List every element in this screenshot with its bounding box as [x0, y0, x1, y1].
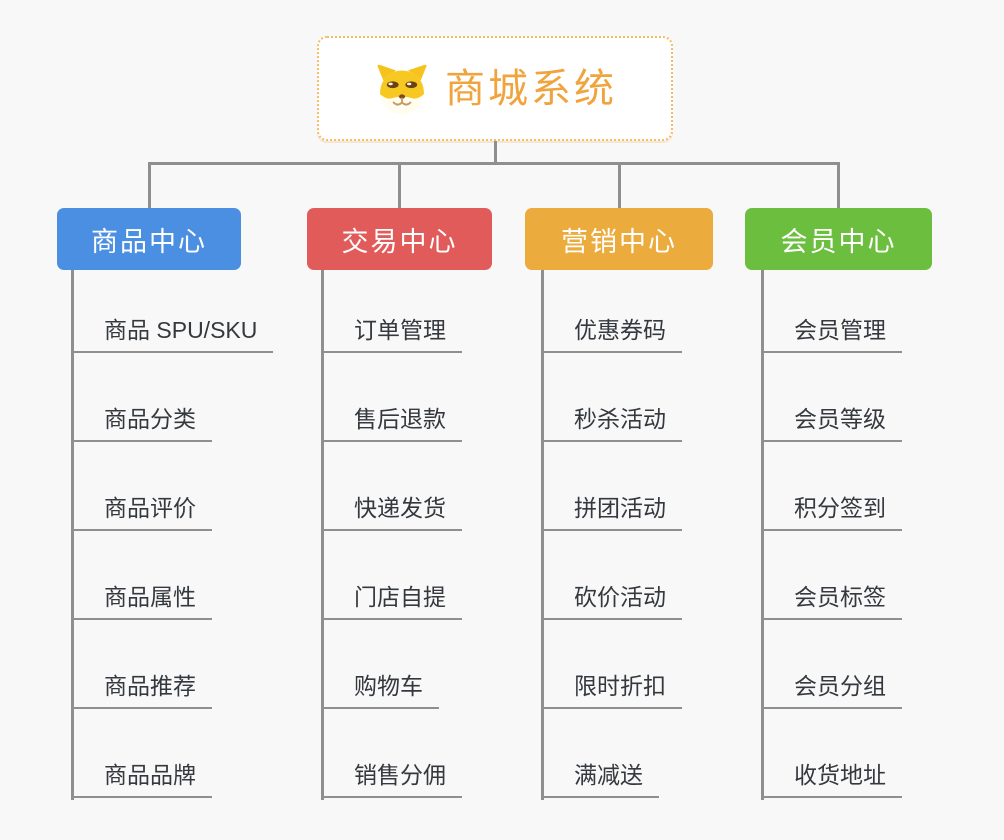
leaf-node[interactable]: 砍价活动: [541, 586, 682, 620]
leaf-node[interactable]: 商品分类: [71, 408, 212, 442]
branch-node-product-center[interactable]: 商品中心: [57, 208, 241, 270]
connector-drop-product: [148, 162, 151, 208]
leaf-node[interactable]: 会员标签: [761, 586, 902, 620]
leaf-node[interactable]: 商品属性: [71, 586, 212, 620]
leaf-node[interactable]: 收货地址: [761, 764, 902, 798]
branch-trunk-line: [541, 270, 544, 800]
leaf-node[interactable]: 商品推荐: [71, 675, 212, 709]
connector-bus: [149, 162, 840, 165]
connector-drop-member: [837, 162, 840, 208]
root-node[interactable]: 商城系统: [317, 36, 673, 141]
leaf-node[interactable]: 购物车: [321, 675, 439, 709]
leaf-node[interactable]: 商品评价: [71, 497, 212, 531]
leaf-node[interactable]: 订单管理: [321, 319, 462, 353]
leaf-node[interactable]: 销售分佣: [321, 764, 462, 798]
leaf-node[interactable]: 快递发货: [321, 497, 462, 531]
branch-node-marketing-center[interactable]: 营销中心: [525, 208, 713, 270]
branch-trunk-line: [321, 270, 324, 800]
branch-trunk-line: [761, 270, 764, 800]
connector-drop-trade: [398, 162, 401, 208]
leaf-node[interactable]: 门店自提: [321, 586, 462, 620]
leaf-node[interactable]: 积分签到: [761, 497, 902, 531]
leaf-node[interactable]: 会员等级: [761, 408, 902, 442]
branch-trunk-line: [71, 270, 74, 800]
leaf-node[interactable]: 商品 SPU/SKU: [71, 319, 274, 353]
root-title: 商城系统: [445, 66, 617, 111]
leaf-node[interactable]: 满减送: [541, 764, 659, 798]
connector-drop-marketing: [618, 162, 621, 208]
leaf-node[interactable]: 限时折扣: [541, 675, 682, 709]
branch-node-member-center[interactable]: 会员中心: [745, 208, 932, 270]
leaf-node[interactable]: 商品品牌: [71, 764, 212, 798]
dog-face-icon: [377, 64, 427, 114]
leaf-node[interactable]: 售后退款: [321, 408, 462, 442]
leaf-node[interactable]: 优惠券码: [541, 319, 682, 353]
leaf-node[interactable]: 会员分组: [761, 675, 902, 709]
connector-root-stem: [494, 141, 497, 163]
leaf-node[interactable]: 拼团活动: [541, 497, 682, 531]
leaf-node[interactable]: 会员管理: [761, 319, 902, 353]
branch-node-trade-center[interactable]: 交易中心: [307, 208, 492, 270]
leaf-node[interactable]: 秒杀活动: [541, 408, 682, 442]
